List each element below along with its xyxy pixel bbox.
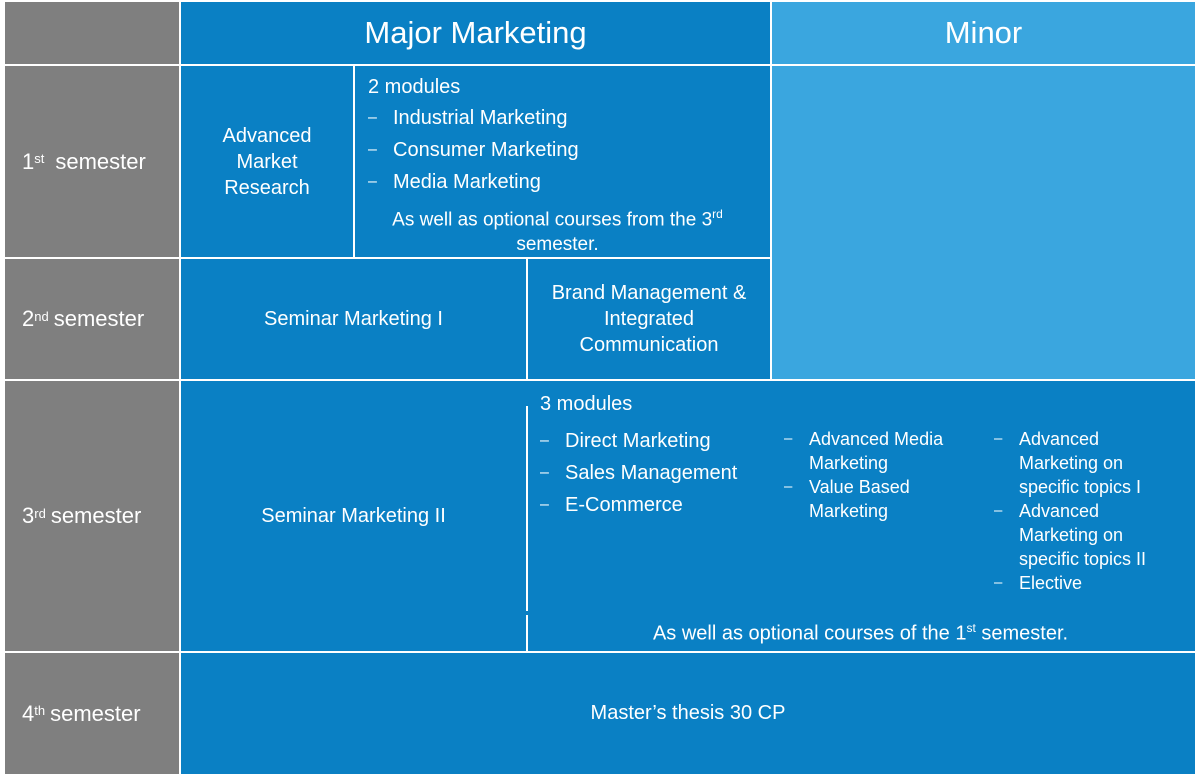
brand-line: Brand Management & — [551, 282, 747, 304]
amr-line: Research — [224, 176, 310, 199]
semester-ordinal: rd — [34, 505, 46, 521]
module-item: Direct Marketing — [540, 425, 780, 457]
seminar-marketing-1-cell: Seminar Marketing I — [181, 259, 526, 379]
corner-cell — [5, 2, 179, 64]
module-item: E-Commerce — [540, 489, 780, 521]
module-item: Advanced Media Marketing — [784, 427, 969, 475]
sem3-optional-note: As well as optional courses of the 1st s… — [526, 621, 1195, 646]
module-item: Advanced Marketing on specific topics II — [994, 499, 1169, 571]
minor-header-text: Minor — [944, 15, 1023, 50]
module-item: Industrial Marketing — [368, 102, 579, 134]
module-item: Advanced Marketing on specific topics I — [994, 427, 1169, 499]
thesis-text: Master’s thesis 30 CP — [590, 702, 786, 724]
brand-line: Communication — [579, 334, 719, 356]
module-item: Value Based Marketing — [784, 475, 969, 523]
note-ordinal: rd — [712, 207, 723, 221]
module-item: Elective — [994, 571, 1169, 595]
masters-thesis-cell: Master’s thesis 30 CP — [181, 653, 1195, 774]
seminar-marketing-2-cell: Seminar Marketing II — [181, 381, 526, 651]
brand-management-cell: Brand Management & Integrated Communicat… — [528, 259, 770, 379]
sem1-module-list: Industrial Marketing Consumer Marketing … — [368, 102, 579, 198]
advanced-market-research-cell: Advanced Market Research — [181, 66, 353, 257]
seminar-text: Seminar Marketing I — [264, 308, 443, 330]
amr-line: Market — [236, 150, 298, 173]
semester-number: 3 — [22, 503, 35, 528]
minor-header: Minor — [772, 2, 1195, 64]
sem3-module-list-2: Advanced Media Marketing Value Based Mar… — [784, 427, 969, 523]
divider-line — [526, 406, 528, 611]
note-text: As well as optional courses of the 1 — [652, 622, 967, 645]
major-header-text: Major Marketing — [364, 15, 587, 50]
semester-word: semester — [53, 306, 145, 331]
semester-ordinal: nd — [34, 308, 49, 324]
module-item: Media Marketing — [368, 166, 579, 198]
semester-ordinal: st — [34, 151, 45, 166]
major-marketing-header: Major Marketing — [181, 2, 770, 64]
minor-area — [772, 66, 1195, 379]
semester-word: semester — [50, 503, 142, 528]
note-text: semester. — [516, 234, 599, 256]
semester-number: 2 — [22, 306, 35, 331]
brand-line: Integrated — [603, 308, 695, 330]
note-text: As well as optional courses from the 3 — [392, 209, 713, 231]
sem1-modules-cell: 2 modules Industrial Marketing Consumer … — [355, 66, 770, 257]
semester-ordinal: th — [34, 703, 46, 718]
sem3-module-list-1: Direct Marketing Sales Management E-Comm… — [540, 425, 780, 521]
note-ordinal: st — [966, 621, 976, 635]
semester-word: semester — [50, 700, 141, 726]
amr-line: Advanced — [222, 124, 312, 147]
semester-number: 4 — [22, 700, 35, 726]
module-item: Sales Management — [540, 457, 780, 489]
sem3-modules-cell: 3 modules Direct Marketing Sales Managem… — [526, 381, 1195, 651]
sem3-module-list-3: Advanced Marketing on specific topics I … — [994, 427, 1169, 595]
note-text: semester. — [975, 622, 1069, 645]
sem1-optional-note: As well as optional courses from the 3rd… — [355, 202, 760, 257]
semester-word: semester — [55, 148, 146, 174]
sem3-modules-title: 3 modules — [540, 393, 633, 415]
module-item: Consumer Marketing — [368, 134, 579, 166]
sem1-modules-title: 2 modules — [368, 76, 461, 98]
divider-line — [526, 615, 528, 651]
semester-number: 1 — [22, 148, 35, 174]
seminar-text: Seminar Marketing II — [261, 505, 446, 527]
